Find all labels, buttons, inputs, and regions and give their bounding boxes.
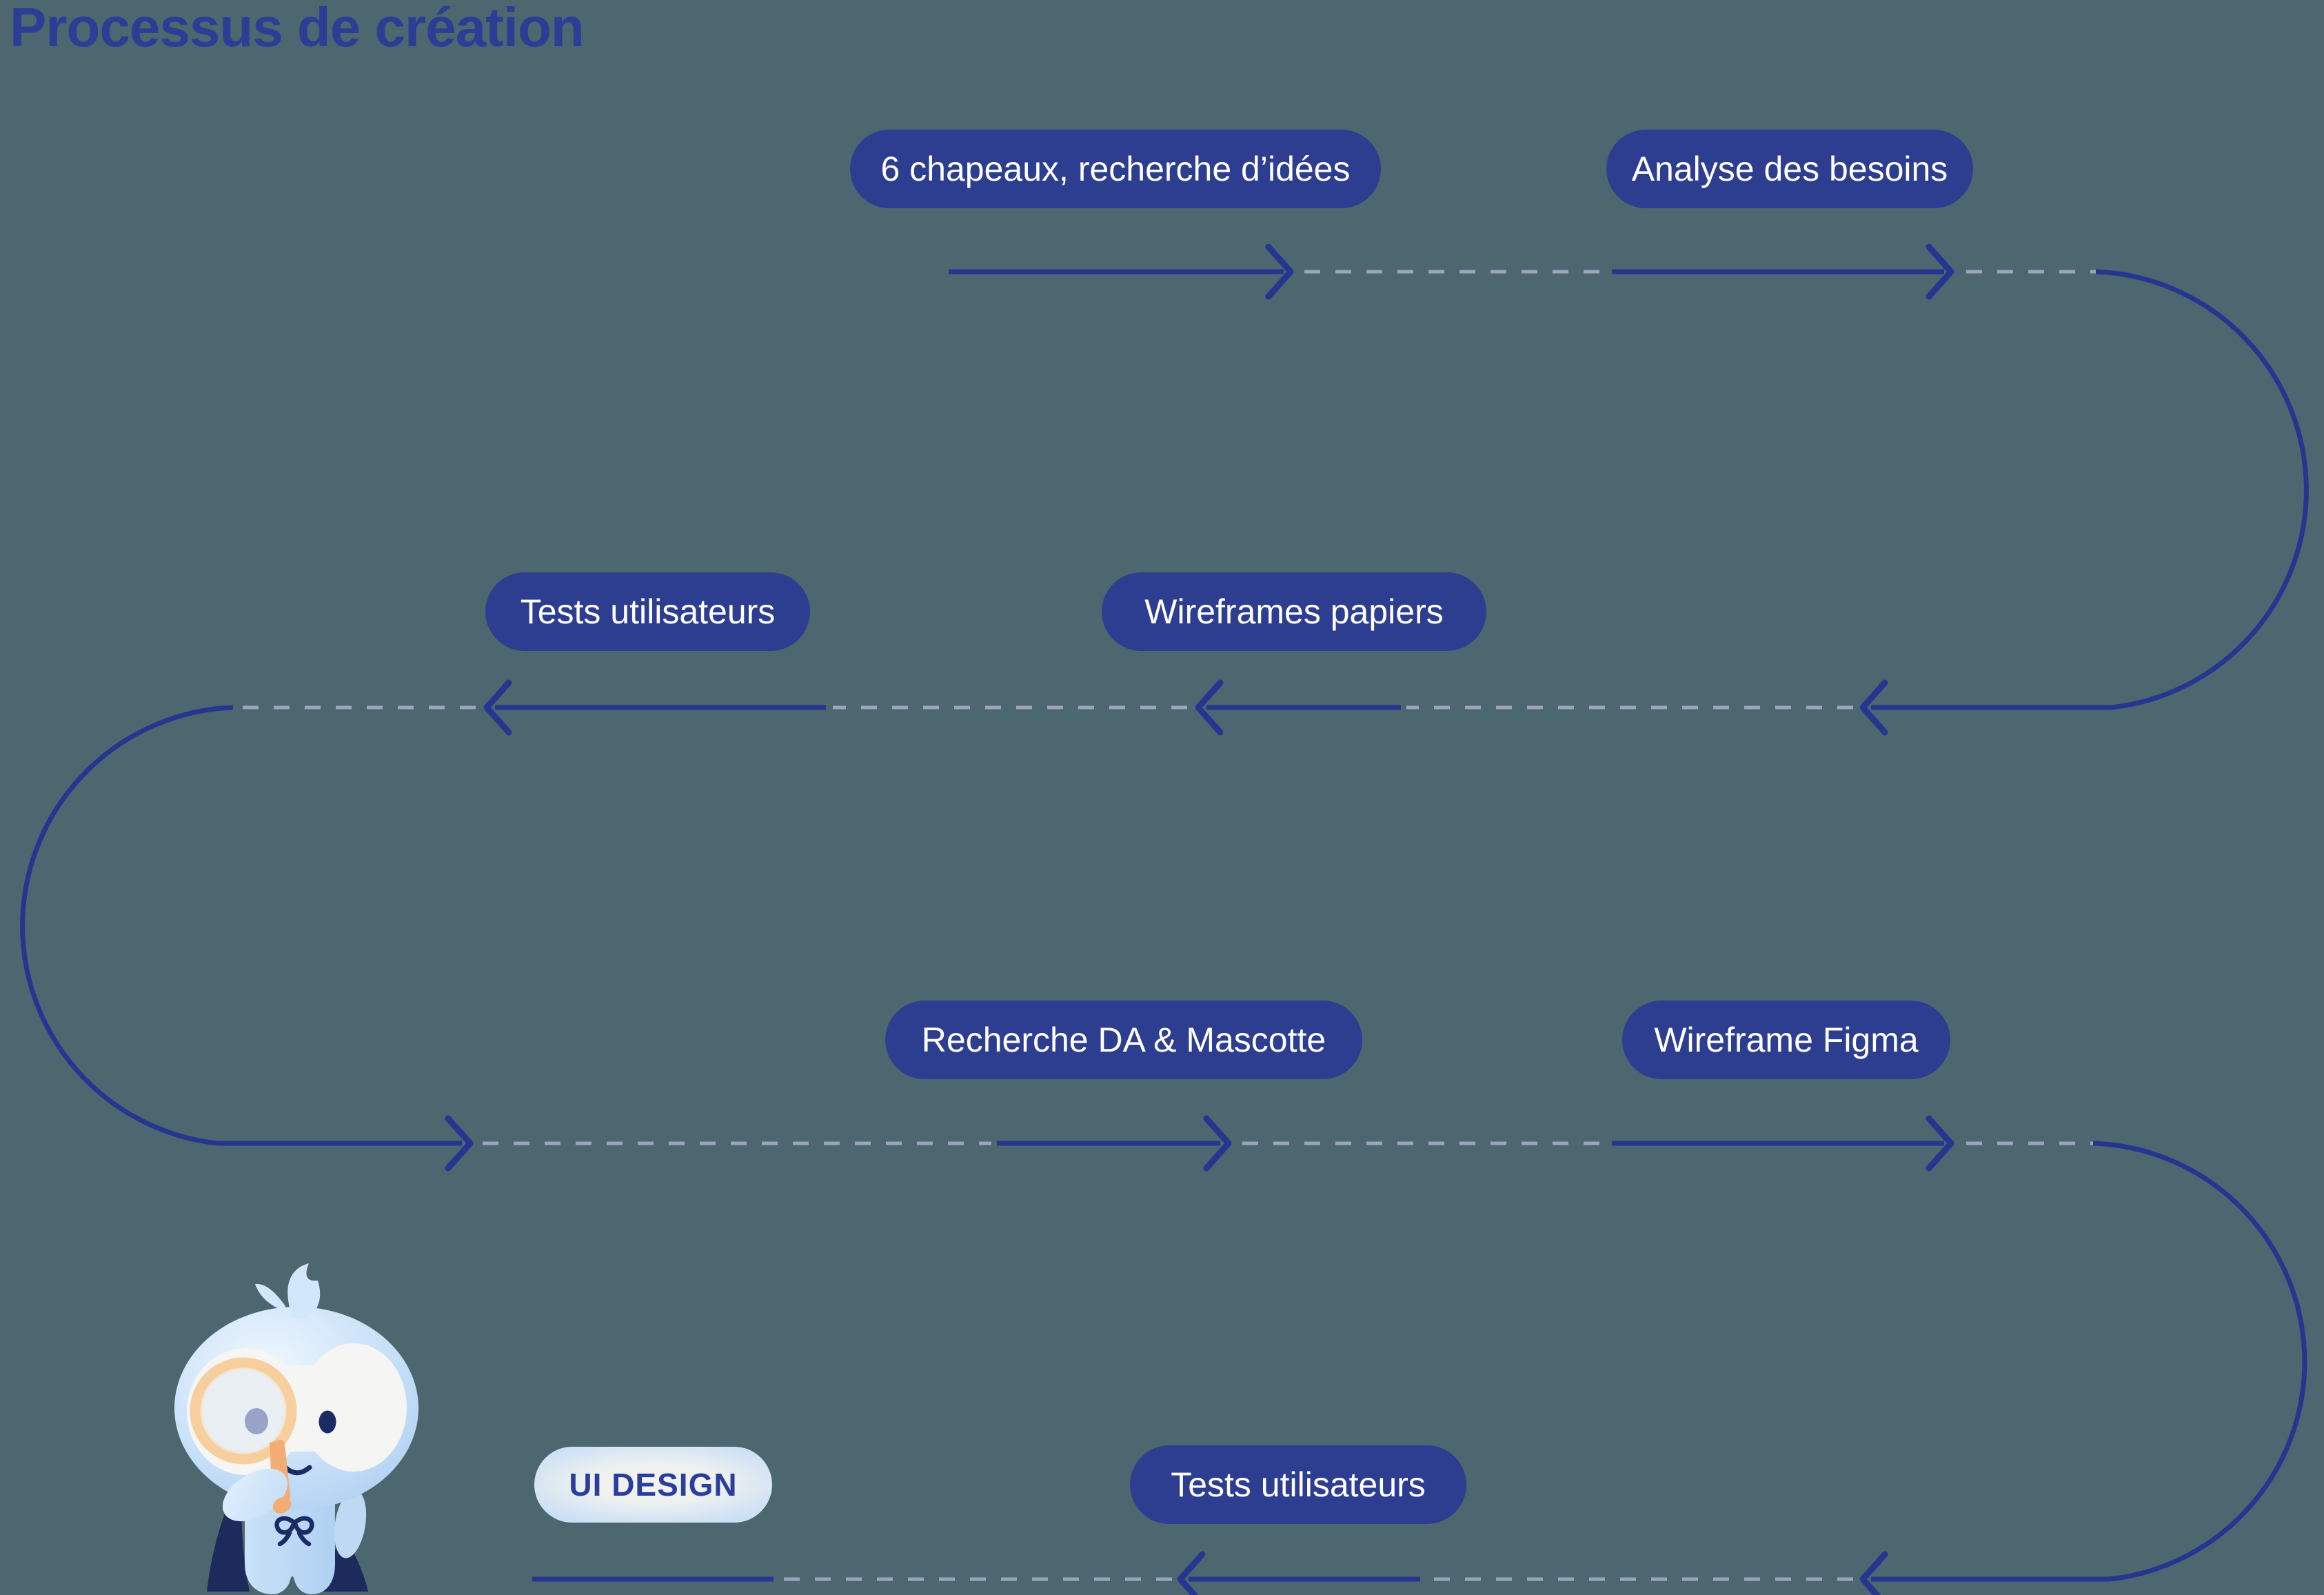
arrow-right-icon bbox=[445, 1115, 474, 1172]
arrow-left-icon bbox=[1859, 1551, 1888, 1595]
flow-curve-left bbox=[20, 705, 234, 1146]
step-pill-tests-utilisateurs-1: Tests utilisateurs bbox=[485, 572, 810, 651]
mascot-magnified-eye bbox=[245, 1408, 268, 1434]
mascot-eye bbox=[319, 1410, 336, 1434]
step-pill-recherche-da-mascotte: Recherche DA & Mascotte bbox=[885, 1001, 1362, 1079]
arrow-right-icon bbox=[1926, 243, 1954, 300]
arrow-left-icon bbox=[1195, 679, 1224, 736]
step-pill-ui-design: UI DESIGN bbox=[534, 1447, 772, 1523]
mascot-left-arm bbox=[222, 1468, 288, 1522]
step-pill-wireframe-figma: Wireframe Figma bbox=[1622, 1001, 1950, 1079]
flow-curve-right-bottom bbox=[2092, 1141, 2307, 1582]
arrow-left-icon bbox=[1177, 1551, 1206, 1595]
mascot-hand bbox=[272, 1497, 292, 1514]
arrow-left-icon bbox=[483, 679, 512, 736]
step-pill-wireframes-papiers: Wireframes papiers bbox=[1102, 572, 1486, 651]
step-pill-tests-utilisateurs-2: Tests utilisateurs bbox=[1130, 1445, 1466, 1524]
arrow-right-icon bbox=[1926, 1115, 1954, 1172]
arrow-right-icon bbox=[1203, 1115, 1232, 1172]
mascot-right-arm bbox=[334, 1489, 367, 1558]
mascot-hair-tuft bbox=[255, 1263, 321, 1318]
mascot-bow bbox=[274, 1516, 314, 1547]
mascot bbox=[174, 1263, 418, 1594]
arrow-right-icon bbox=[1265, 243, 1294, 300]
step-pill-ideation: 6 chapeaux, recherche d’idées bbox=[850, 130, 1381, 208]
step-pill-analyse-besoins: Analyse des besoins bbox=[1606, 130, 1973, 208]
arrow-left-icon bbox=[1859, 679, 1888, 736]
flow-curve-right-top bbox=[2095, 269, 2309, 710]
page-title: Processus de création bbox=[10, 0, 585, 58]
